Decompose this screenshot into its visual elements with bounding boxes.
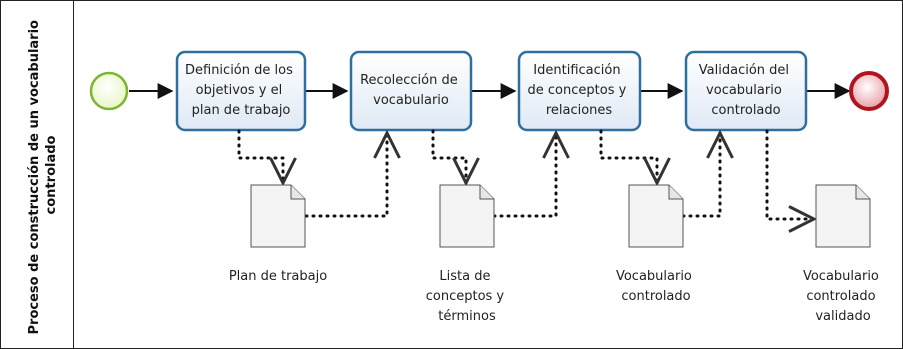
document-label: Vocabulario controlado bbox=[616, 269, 696, 304]
document-fold-icon bbox=[479, 185, 494, 200]
document-label: Vocabulario controlado validado bbox=[803, 269, 883, 324]
task-definicion[interactable]: Definición de los objetivos y el plan de… bbox=[175, 50, 307, 132]
data-object-plan[interactable]: Plan de trabajo bbox=[229, 184, 327, 284]
assoc-lista-to-task3[interactable] bbox=[492, 133, 556, 218]
task-box[interactable] bbox=[175, 50, 307, 132]
task-label: Identificación de conceptos y relaciones bbox=[528, 63, 631, 118]
lane-title-line2: controlado bbox=[44, 135, 59, 214]
task-validacion[interactable]: Validación del vocabulario controlado bbox=[684, 50, 808, 132]
task-box[interactable] bbox=[684, 50, 808, 132]
end-event[interactable] bbox=[849, 71, 889, 111]
document-icon[interactable] bbox=[439, 184, 495, 248]
assoc-task2-to-lista[interactable] bbox=[431, 129, 466, 183]
document-fold-icon bbox=[855, 185, 870, 200]
document-icon[interactable] bbox=[628, 184, 684, 248]
task-box[interactable] bbox=[517, 50, 642, 132]
task-recoleccion[interactable]: Recolección de vocabulario bbox=[349, 50, 473, 132]
data-associations bbox=[237, 129, 814, 219]
data-object-lista[interactable]: Lista de conceptos y términos bbox=[426, 184, 509, 324]
assoc-plan-to-task2[interactable] bbox=[304, 133, 387, 218]
document-label: Plan de trabajo bbox=[229, 269, 327, 284]
task-identificacion[interactable]: Identificación de conceptos y relaciones bbox=[517, 50, 642, 132]
assoc-task3-to-vocab[interactable] bbox=[599, 129, 657, 183]
assoc-vocab-to-task4[interactable] bbox=[681, 133, 720, 218]
assoc-task1-to-plan[interactable] bbox=[237, 129, 283, 183]
lane-title-line1: Proceso de construcción de un vocabulari… bbox=[27, 20, 42, 335]
task-label: Validación del vocabulario controlado bbox=[699, 63, 793, 118]
task-box[interactable] bbox=[349, 50, 473, 132]
document-fold-icon bbox=[668, 185, 683, 200]
assoc-task4-to-validado[interactable] bbox=[765, 129, 814, 219]
start-event[interactable] bbox=[89, 71, 129, 111]
lane-title: Proceso de construcción de un vocabulari… bbox=[27, 15, 59, 334]
data-object-vocab-controlado[interactable]: Vocabulario controlado bbox=[616, 184, 696, 304]
task-label: Recolección de vocabulario bbox=[360, 73, 462, 108]
document-fold-icon bbox=[290, 185, 305, 200]
document-icon[interactable] bbox=[815, 184, 871, 248]
task-label: Definición de los objetivos y el plan de… bbox=[185, 63, 297, 118]
data-object-vocab-validado[interactable]: Vocabulario controlado validado bbox=[803, 184, 883, 324]
document-label: Lista de conceptos y términos bbox=[426, 269, 509, 324]
document-icon[interactable] bbox=[250, 184, 306, 248]
